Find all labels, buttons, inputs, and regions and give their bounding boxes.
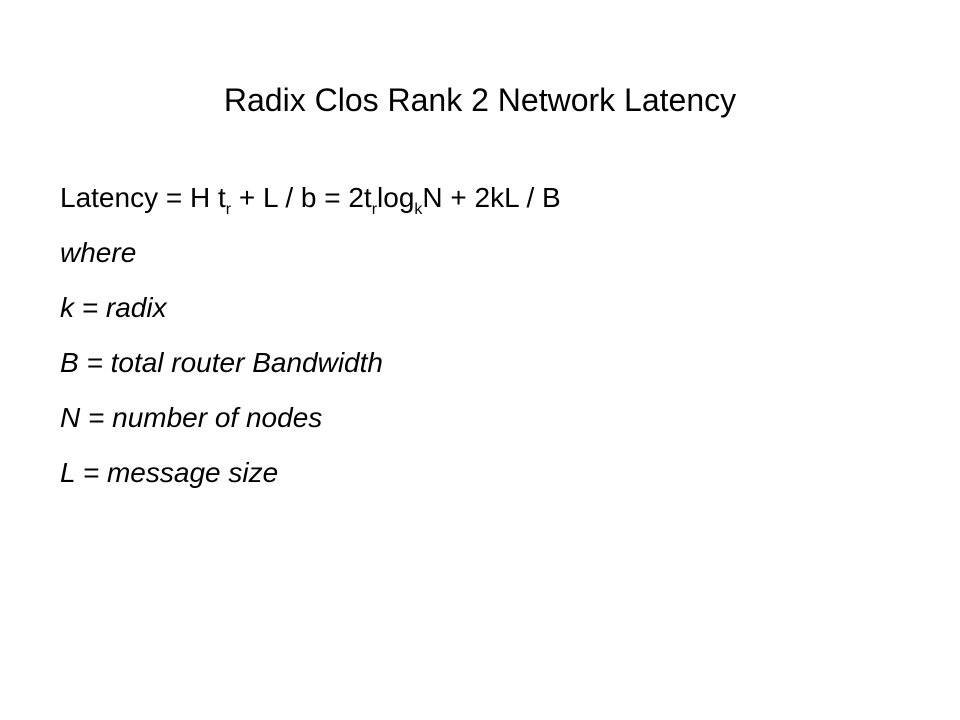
definition-k: k = radix [60,292,167,323]
slide-body: Latency = H tr + L / b = 2trlogkN + 2kL … [60,170,920,500]
formula-part: Latency = H t [60,182,226,213]
formula-part: log [377,182,415,213]
slide-title: Radix Clos Rank 2 Network Latency [223,82,737,118]
formula-subscript: k [414,201,423,218]
where-label: where [60,237,137,268]
formula-subscript: r [371,201,378,218]
formula-subscript: r [225,201,232,218]
latency-formula: Latency = H tr + L / b = 2trlogkN + 2kL … [60,170,920,225]
definition-l: L = message size [60,457,279,488]
formula-part: N + 2kL / B [422,182,561,213]
definition-b: B = total router Bandwidth [60,347,383,378]
formula-part: + L / b = 2t [231,182,372,213]
definition-n: N = number of nodes [60,402,323,433]
